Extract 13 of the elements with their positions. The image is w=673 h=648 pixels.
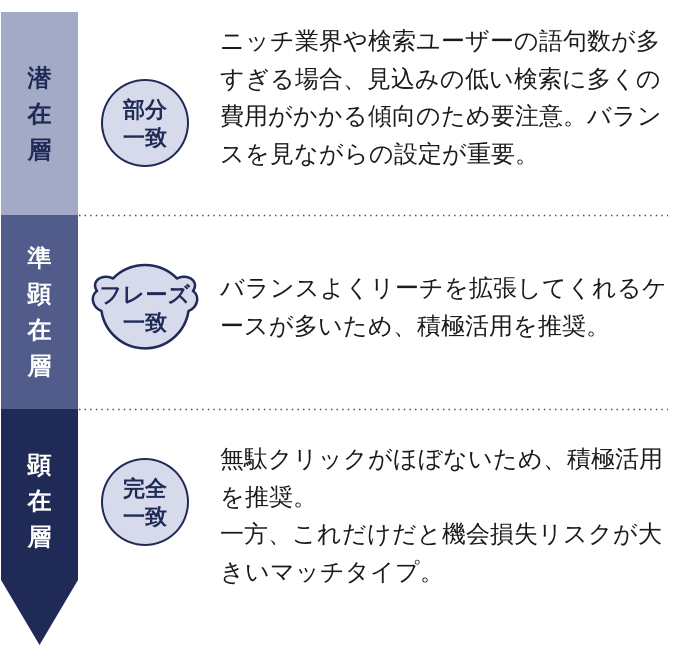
description-text: ニッチ業界や検索ユーザーの語句数が多すぎる場合、見込みの低い検索に多くの費用がかかる傾向のため要注意。バランスを見ながらの設定が重要。 [220, 26, 663, 170]
layer-label: 準顕在層 [28, 243, 52, 382]
arrow-head-segment [1, 409, 78, 645]
arrow-segment [1, 12, 78, 215]
match-type-label: 部分一致 [122, 97, 168, 153]
layer-label: 顕在層 [28, 450, 52, 553]
arrow-segment [1, 215, 78, 409]
description-text: バランスよくリーチを拡張してくれるケースが多いため、積極活用を推奨。 [220, 273, 668, 342]
match-type-label: 完全一致 [122, 476, 168, 532]
layer-label: 潜在層 [28, 62, 52, 166]
description-text: 無駄クリックがほぼないため、積極活用を推奨。 [220, 444, 664, 512]
description-text: 一方、これだけだと機会損失リスクが大きいマッチタイプ。 [220, 519, 663, 588]
match-type-label: フレーズ一致 [98, 282, 192, 338]
